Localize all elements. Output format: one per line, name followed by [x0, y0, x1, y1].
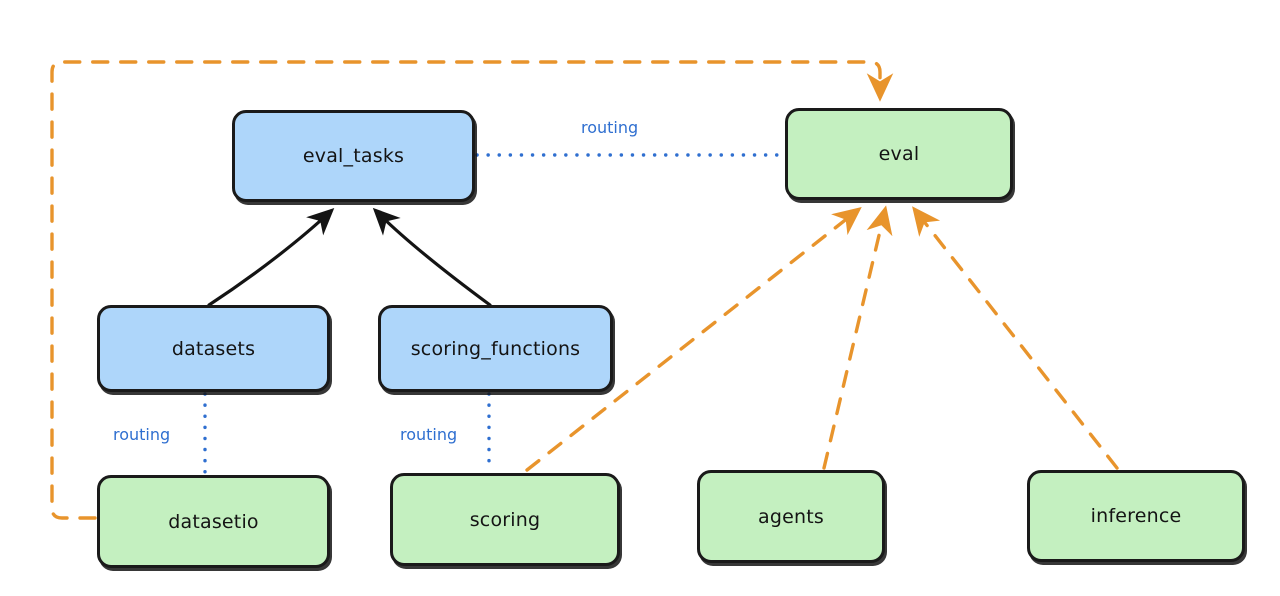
node-datasets[interactable]: datasets — [97, 305, 330, 392]
edge-label-routing-datasets: routing — [110, 425, 174, 444]
node-label-eval: eval — [878, 143, 920, 165]
edge-datasets-to-eval-tasks — [207, 207, 335, 307]
edge-inference-to-eval — [912, 206, 1119, 470]
edge-scoring-functions-to-eval-tasks — [372, 207, 492, 307]
node-label-scoring-functions: scoring_functions — [410, 337, 581, 360]
node-label-eval-tasks: eval_tasks — [302, 145, 405, 167]
node-label-agents: agents — [758, 505, 824, 528]
node-scoring-functions[interactable]: scoring_functions — [378, 305, 613, 392]
edge-label-routing-eval: routing — [578, 118, 642, 137]
node-inference[interactable]: inference — [1027, 470, 1245, 562]
node-eval-tasks[interactable]: eval_tasks — [232, 110, 475, 202]
node-eval[interactable]: eval — [785, 108, 1013, 200]
node-datasetio[interactable]: datasetio — [97, 475, 330, 568]
node-scoring[interactable]: scoring — [390, 473, 620, 566]
node-label-inference: inference — [1090, 505, 1182, 527]
edge-scoring-to-eval — [525, 207, 862, 472]
edge-datasetio-to-eval — [50, 60, 894, 520]
node-label-datasetio: datasetio — [168, 510, 259, 533]
node-agents[interactable]: agents — [697, 470, 885, 563]
edge-label-routing-scoring: routing — [397, 425, 461, 444]
node-label-datasets: datasets — [171, 337, 256, 360]
node-label-scoring: scoring — [469, 508, 541, 531]
edge-agents-to-eval — [822, 205, 893, 470]
